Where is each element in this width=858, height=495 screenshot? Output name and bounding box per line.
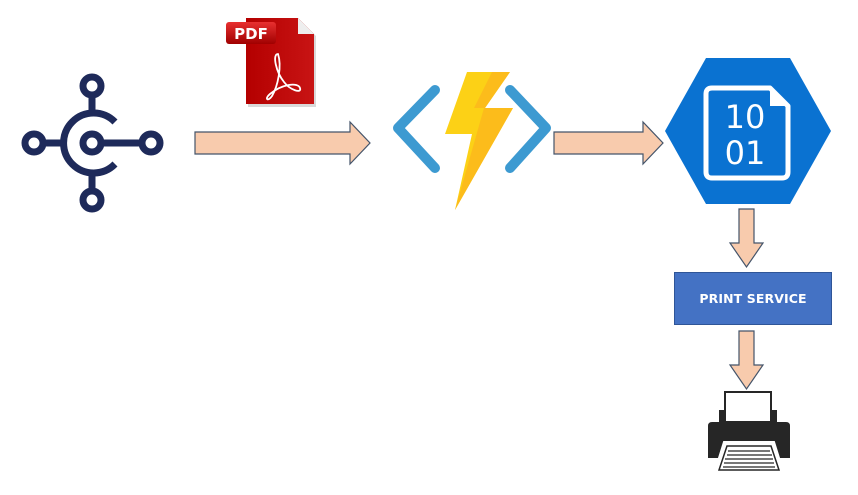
pdf-file-icon: PDF bbox=[226, 18, 316, 107]
printer-node bbox=[706, 390, 792, 478]
right-bracket-icon bbox=[505, 85, 551, 173]
printer-icon bbox=[708, 391, 790, 475]
arrow-storage-to-print bbox=[728, 208, 765, 270]
blob-storage-node: 10 01 bbox=[664, 58, 832, 204]
blob-binary-icon: 10 01 bbox=[665, 58, 831, 204]
binary-line-1: 10 bbox=[725, 98, 766, 136]
arrow-function-to-storage bbox=[552, 120, 667, 166]
arrow-print-to-printer bbox=[728, 330, 765, 392]
pdf-label: PDF bbox=[234, 25, 268, 43]
left-bracket-icon bbox=[393, 85, 440, 173]
azure-function-icon bbox=[393, 72, 551, 210]
arrow-right-icon bbox=[194, 120, 371, 166]
arrow-down-icon bbox=[728, 208, 765, 269]
business-central-node bbox=[20, 72, 168, 217]
arrow-bc-to-function bbox=[193, 120, 373, 166]
binary-line-2: 01 bbox=[725, 134, 766, 172]
business-central-hub-icon bbox=[21, 73, 164, 213]
print-service-box: PRINT SERVICE bbox=[674, 272, 832, 325]
arrow-right-icon bbox=[553, 120, 664, 166]
azure-function-node bbox=[388, 68, 553, 218]
arrow-down-icon bbox=[728, 330, 765, 391]
print-service-label: PRINT SERVICE bbox=[699, 291, 807, 306]
pdf-document-node: PDF bbox=[226, 14, 318, 108]
